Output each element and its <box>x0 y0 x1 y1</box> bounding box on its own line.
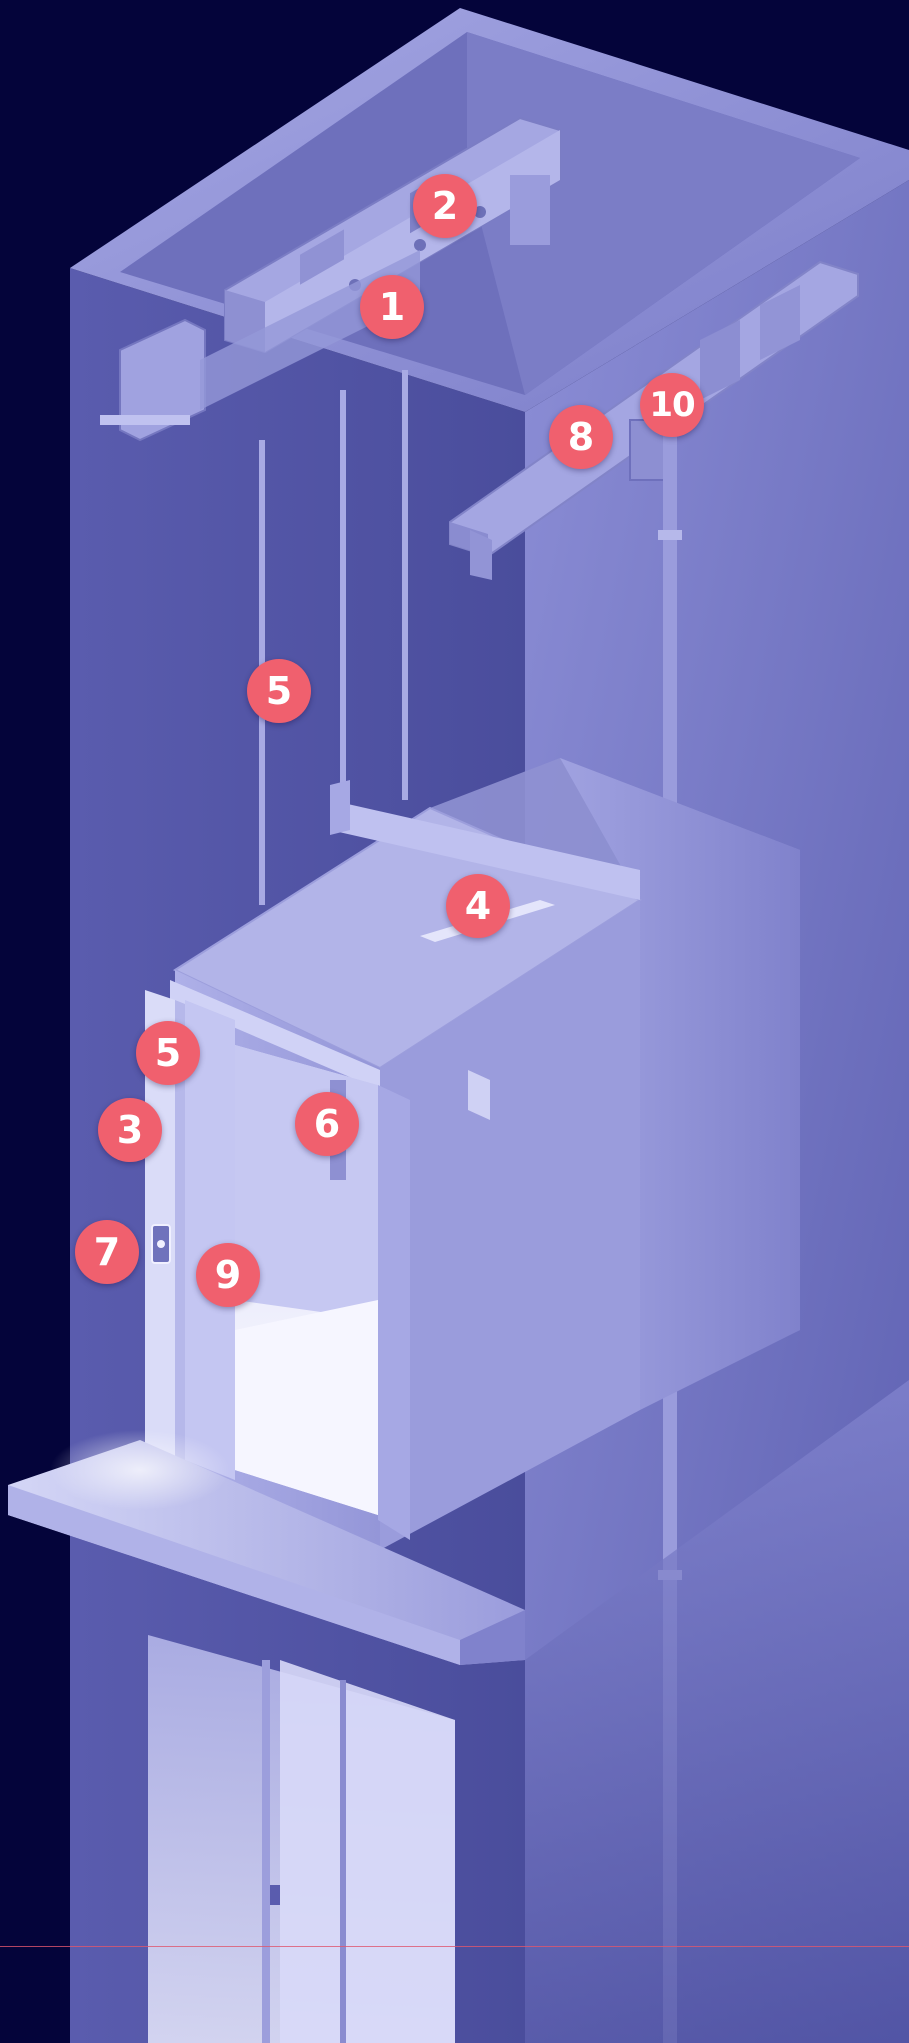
callout-marker-6[interactable]: 6 <box>295 1092 359 1156</box>
callout-marker-3[interactable]: 3 <box>98 1098 162 1162</box>
callout-marker-9[interactable]: 9 <box>196 1243 260 1307</box>
callout-marker-4[interactable]: 4 <box>446 874 510 938</box>
callout-marker-8[interactable]: 8 <box>549 405 613 469</box>
callout-marker-2[interactable]: 2 <box>413 174 477 238</box>
call-button-panel <box>152 1225 170 1263</box>
callout-marker-7[interactable]: 7 <box>75 1220 139 1284</box>
guide-line <box>0 1946 909 1947</box>
callout-marker-5-door[interactable]: 5 <box>136 1021 200 1085</box>
callout-marker-10[interactable]: 10 <box>640 373 704 437</box>
callout-marker-5-ropes[interactable]: 5 <box>247 659 311 723</box>
callout-marker-1[interactable]: 1 <box>360 275 424 339</box>
